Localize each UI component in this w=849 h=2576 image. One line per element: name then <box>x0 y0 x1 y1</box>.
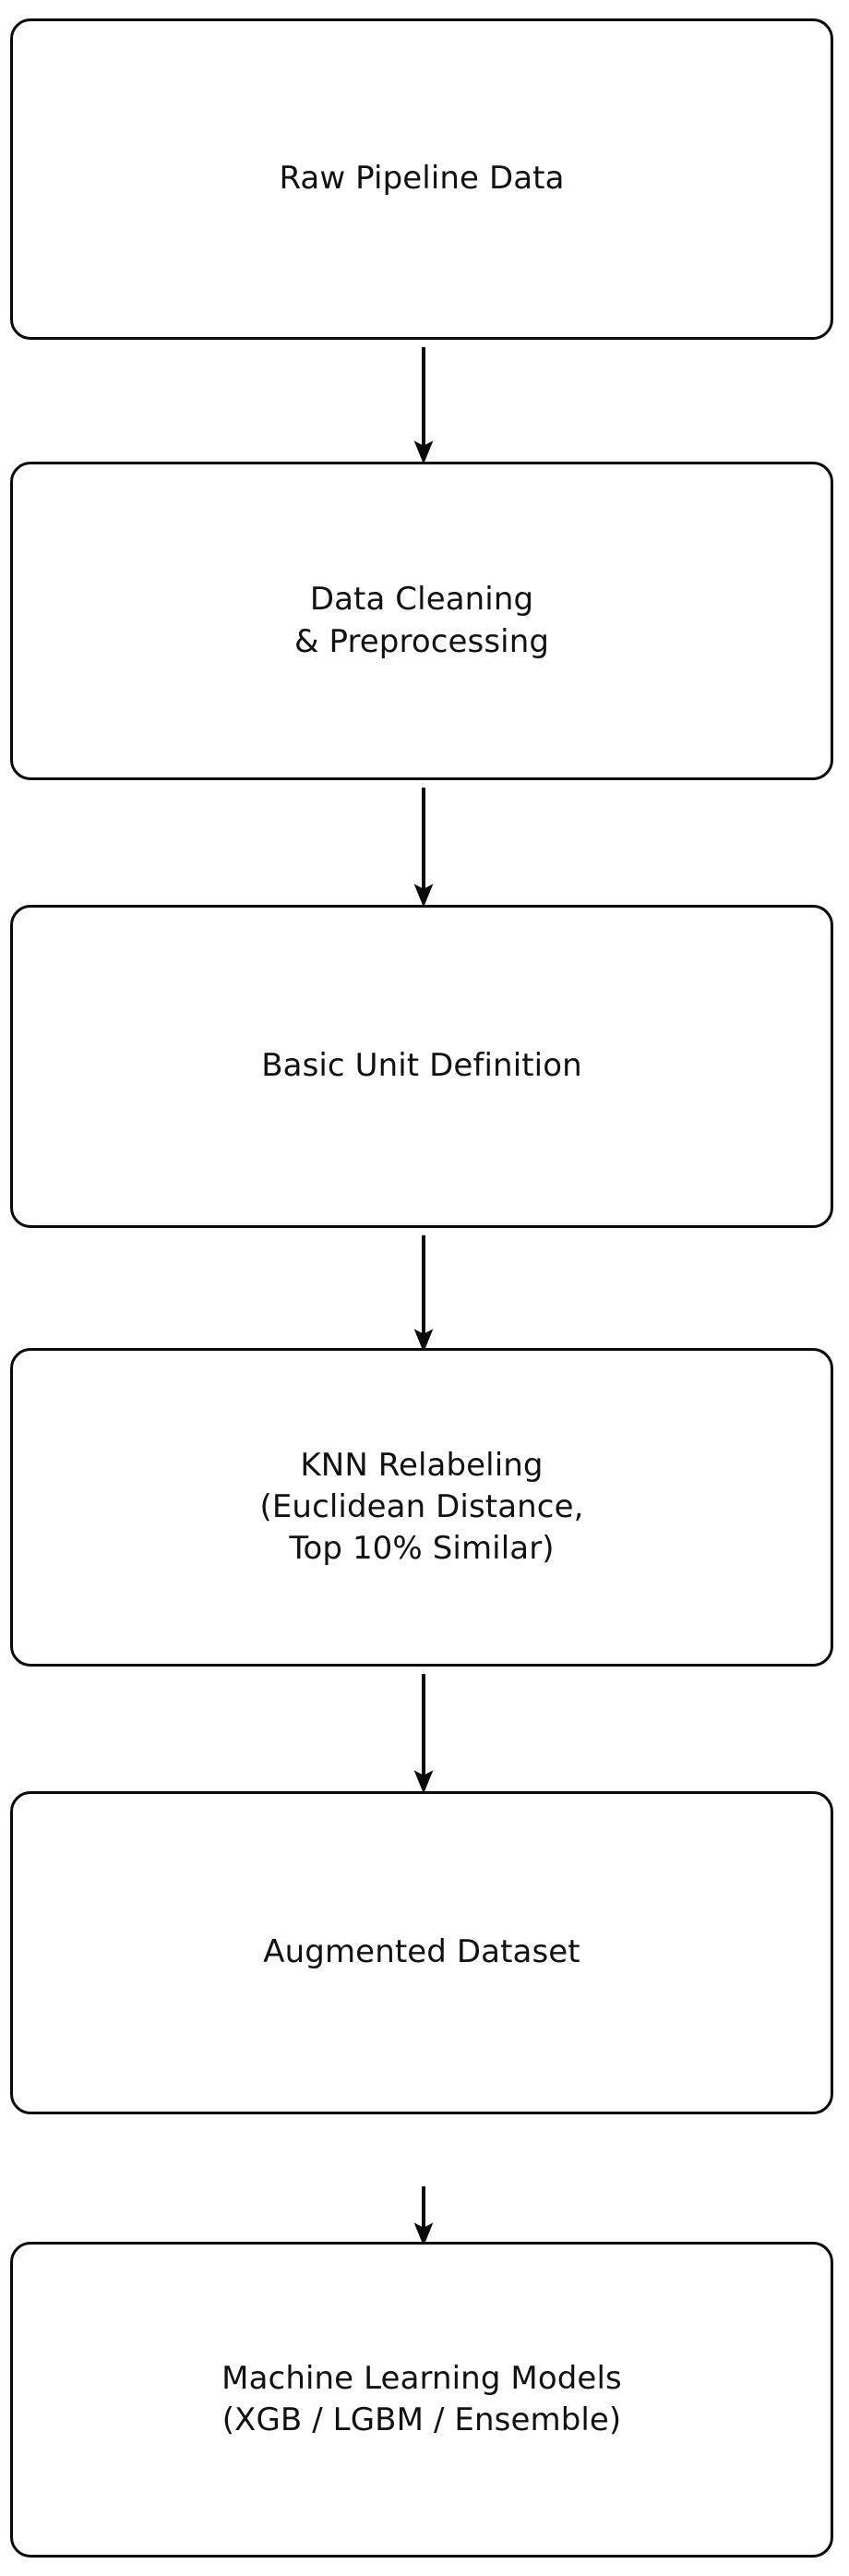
node-data-cleaning-preprocessing-label: Data Cleaning & Preprocessing <box>293 581 550 660</box>
node-machine-learning-models-label: Machine Learning Models (XGB / LGBM / En… <box>221 2359 622 2438</box>
node-knn-relabeling-label: KNN Relabeling (Euclidean Distance, Top … <box>259 1446 584 1568</box>
node-data-cleaning-preprocessing[interactable]: Data Cleaning & Preprocessing <box>10 462 833 780</box>
node-basic-unit-definition-label: Basic Unit Definition <box>261 1047 582 1085</box>
node-raw-pipeline-data[interactable]: Raw Pipeline Data <box>10 18 833 340</box>
node-basic-unit-definition[interactable]: Basic Unit Definition <box>10 905 833 1228</box>
node-raw-pipeline-data-label: Raw Pipeline Data <box>279 160 565 198</box>
node-augmented-dataset[interactable]: Augmented Dataset <box>10 1791 833 2114</box>
node-knn-relabeling[interactable]: KNN Relabeling (Euclidean Distance, Top … <box>10 1348 833 1667</box>
node-machine-learning-models[interactable]: Machine Learning Models (XGB / LGBM / En… <box>10 2242 833 2558</box>
node-augmented-dataset-label: Augmented Dataset <box>263 1933 580 1971</box>
